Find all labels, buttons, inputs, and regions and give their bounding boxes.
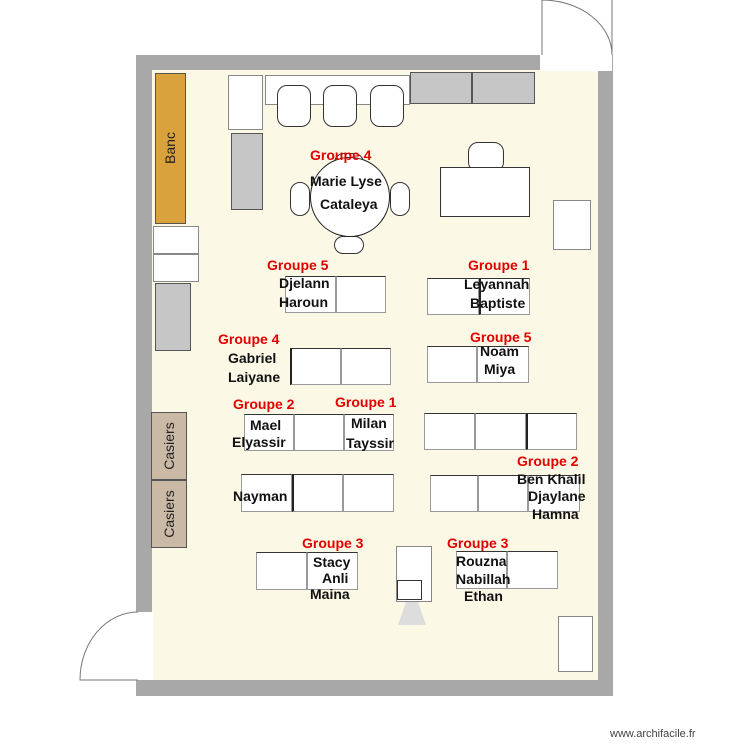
student-desk [336,276,386,313]
cabinet [231,133,263,210]
student-name: Nabillah [456,571,511,587]
chair [277,85,311,127]
watermark: www.archifacile.fr [610,728,696,740]
student-desk [477,346,529,383]
student-name: Milan [351,415,387,431]
student-name: Mael [250,417,282,433]
group-label: Groupe 2 [233,396,295,412]
bench [155,73,186,224]
student-desk [475,413,526,450]
student-name: Haroun [279,294,328,310]
student-name: Tayssir [346,435,394,451]
student-desk [244,414,294,451]
student-desk [241,474,292,512]
student-name: Marie Lyse [310,173,382,189]
round-table [310,157,390,237]
student-name: Ethan [464,588,503,604]
cabinet [410,72,472,104]
student-name: Stacy [313,554,351,570]
student-name: Nayman [233,488,288,504]
group-label: Groupe 4 [310,147,372,163]
printer [397,580,422,600]
cabinet [155,283,191,351]
student-desk [285,276,336,313]
lamp-icon [398,602,426,625]
student-name: Rouzna [456,553,507,569]
student-desk [343,474,394,512]
lockers [151,480,187,548]
student-name: Leyannah [464,276,530,292]
student-desk [526,413,577,450]
student-name: Gabriel [228,350,277,366]
student-name: Maina [310,586,350,602]
student-name: Cataleya [320,196,378,212]
chair [370,85,404,127]
student-desk [456,551,507,589]
chair [290,182,310,216]
group-label: Groupe 2 [517,453,579,469]
student-desk [344,414,394,451]
group-label: Groupe 1 [468,257,530,273]
student-name: Elyassir [232,434,286,450]
storage-box [153,254,199,282]
student-desk [478,475,528,512]
lockers-label: Casiers [161,490,177,538]
shelf [228,75,263,130]
student-desk [290,348,341,385]
group-label: Groupe 5 [470,329,532,345]
student-name: Baptiste [470,295,526,311]
group-label: Groupe 1 [335,394,397,410]
student-desk [427,278,479,315]
bench-label: Banc [162,132,178,164]
group-label: Groupe 3 [302,535,364,551]
chair [323,85,357,127]
student-desk [341,348,391,385]
group-label: Groupe 5 [267,257,329,273]
student-name: Laiyane [228,369,281,385]
group-label: Groupe 4 [218,331,280,347]
chair [334,236,364,254]
storage-box [558,616,593,672]
student-desk [528,475,580,512]
lockers-label: Casiers [161,422,177,470]
door-opening-left [136,612,153,680]
storage-box [153,226,199,254]
student-name: Djaylane [528,488,586,504]
student-name: Noam [480,343,519,359]
door-bottom-left[interactable] [78,608,140,683]
student-desk [256,552,307,590]
student-name: Anli [322,570,349,586]
storage-box [553,200,591,250]
door-opening-top [540,55,612,71]
student-desk [479,278,530,315]
student-desk [430,475,478,512]
chair [390,182,410,216]
student-name: Ben Khalil [517,471,586,487]
student-desk [307,552,358,590]
cabinet [472,72,535,104]
student-name: Hamna [532,506,579,522]
student-desk [294,414,344,451]
student-name: Miya [484,361,516,377]
student-desk [427,346,477,383]
student-desk [292,474,343,512]
student-desk [507,551,558,589]
student-desk [424,413,475,450]
student-name: Djelann [279,275,330,291]
lockers [151,412,187,480]
door-top-right[interactable] [530,0,620,60]
group-label: Groupe 3 [447,535,509,551]
teacher-desk [440,167,530,217]
